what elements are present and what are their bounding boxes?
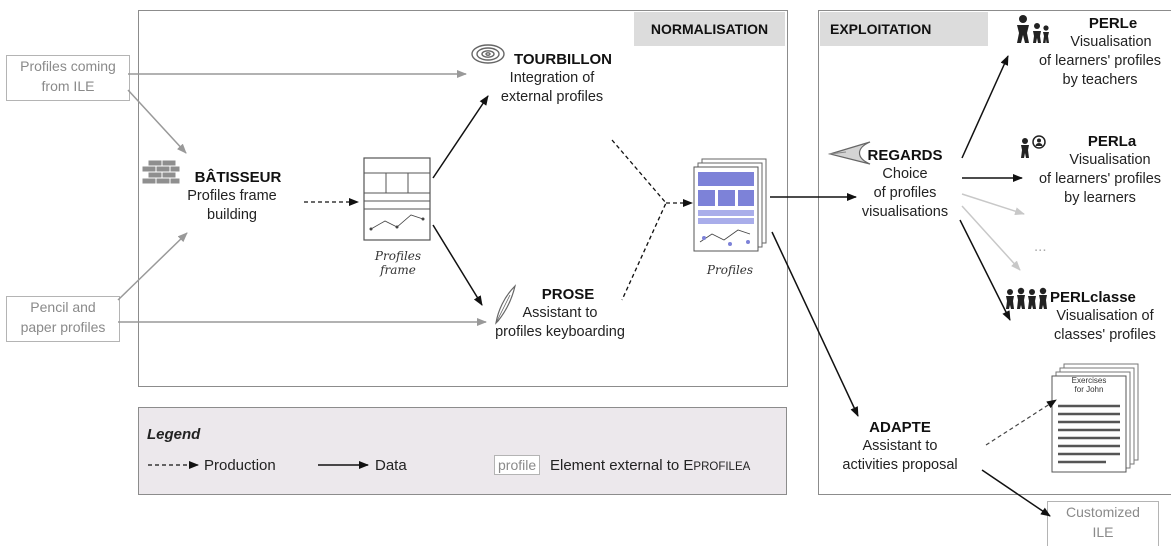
arrow-tourbillon-prose-to-profiles <box>611 139 667 301</box>
adapte-desc-2: activities proposal <box>842 457 958 473</box>
brick-wall-icon <box>140 158 184 190</box>
external-ile-line2: from ILE <box>41 78 95 94</box>
prose-desc-2: profiles keyboarding <box>495 324 625 340</box>
perle-desc-2: of learners' profiles <box>1038 53 1162 69</box>
profiles-frame-label-2: frame <box>380 263 416 277</box>
spiral-icon <box>470 42 506 66</box>
teacher-children-icon <box>1013 14 1053 44</box>
external-customized-line2: ILE <box>1092 524 1114 540</box>
arrow-regards-light-2 <box>961 205 1021 271</box>
external-pencil-line2: paper profiles <box>20 319 106 335</box>
profiles-frame-document <box>363 157 433 243</box>
arrow-pencil-to-batisseur <box>117 232 188 301</box>
perlclasse-desc-2: classes' profiles <box>1054 327 1156 343</box>
adapte-block: ADAPTE Assistant to activities proposal <box>840 418 960 475</box>
adapte-desc-1: Assistant to <box>862 438 938 454</box>
arrow-frame-to-prose <box>432 224 483 306</box>
exercises-document-stack <box>1046 362 1142 474</box>
arrow-regards-to-perle <box>961 55 1009 159</box>
tourbillon-block: TOURBILLON Integration of external profi… <box>487 50 617 107</box>
perla-name: PERLa <box>1087 133 1137 150</box>
arrow-adapte-to-customized-ile <box>981 469 1051 517</box>
eye-icon <box>826 138 872 166</box>
tourbillon-desc-1: Integration of <box>509 70 595 86</box>
external-customized-line1: Customized <box>1066 504 1140 520</box>
perla-desc-1: Visualisation <box>1069 152 1151 168</box>
prose-block: PROSE Assistant to profiles keyboarding <box>484 285 636 342</box>
external-pencil-line1: Pencil and <box>30 299 96 315</box>
batisseur-name: BÂTISSEUR <box>194 169 282 186</box>
legend-data-label: Data <box>375 457 407 474</box>
legend-external-label: Element external to EPROFILEA <box>550 457 751 474</box>
arrow-frame-to-tourbillon <box>432 95 489 179</box>
profiles-label: Profiles <box>706 263 754 277</box>
regards-block: REGARDS Choice of profiles visualisation… <box>846 146 964 222</box>
legend-production-label: Production <box>204 457 276 474</box>
regards-desc-3: visualisations <box>861 204 949 220</box>
adapte-name: ADAPTE <box>869 419 931 436</box>
external-customized-ile: Customized ILE <box>1047 501 1159 546</box>
perlclasse-desc-1: Visualisation of <box>1056 308 1154 324</box>
arrow-adapte-to-exercises <box>985 399 1057 446</box>
perle-name: PERLe <box>1088 15 1138 32</box>
perla-desc-2: of learners' profiles <box>1038 171 1162 187</box>
regards-desc-1: Choice <box>882 166 928 182</box>
legend-title: Legend <box>147 426 201 443</box>
exploitation-title: EXPLOITATION <box>820 12 988 46</box>
prose-name: PROSE <box>541 286 595 303</box>
legend-box <box>138 407 787 495</box>
group-icon <box>1004 286 1054 310</box>
perle-block: PERLe Visualisation of learners' profile… <box>1030 14 1170 90</box>
exercises-label-2: for John <box>1074 385 1104 394</box>
regards-desc-2: of profiles <box>873 185 937 201</box>
external-pencil-profiles: Pencil and paper profiles <box>6 296 120 342</box>
profiles-frame-label-1: Profiles <box>374 249 422 263</box>
perle-desc-3: by teachers <box>1062 72 1138 88</box>
ellipsis-more-visualisations: ... <box>1034 238 1047 255</box>
tourbillon-desc-2: external profiles <box>500 89 604 105</box>
arrow-ile-to-batisseur <box>127 89 187 154</box>
exercises-label-1: Exercises <box>1071 376 1107 385</box>
quill-icon <box>492 283 518 325</box>
profiles-document-stack <box>690 158 770 254</box>
arrow-regards-light-1 <box>961 193 1025 216</box>
regards-name: REGARDS <box>867 147 943 164</box>
external-ile-profiles: Profiles coming from ILE <box>6 55 130 101</box>
prose-desc-1: Assistant to <box>522 305 598 321</box>
learner-icon <box>1017 134 1047 160</box>
batisseur-block: BÂTISSEUR Profiles frame building <box>164 168 300 225</box>
arrow-regards-to-perlclasse <box>959 219 1011 321</box>
normalisation-title: NORMALISATION <box>634 12 785 46</box>
legend-external-sample: profile <box>494 455 541 475</box>
external-ile-line1: Profiles coming <box>20 58 116 74</box>
perlclasse-block: PERLclasse Visualisation of classes' pro… <box>1040 288 1170 345</box>
perla-block: PERLa Visualisation of learners' profile… <box>1030 132 1170 208</box>
profiles-frame-label: Profiles frame <box>356 249 440 277</box>
arrow-profiles-to-adapte <box>771 231 859 417</box>
perla-desc-3: by learners <box>1064 190 1136 206</box>
exercises-label: Exercises for John <box>1060 376 1118 394</box>
perle-desc-1: Visualisation <box>1070 34 1152 50</box>
batisseur-desc-1: Profiles frame <box>187 188 277 204</box>
batisseur-desc-2: building <box>207 207 257 223</box>
tourbillon-name: TOURBILLON <box>513 51 613 68</box>
perlclasse-name: PERLclasse <box>1050 289 1136 306</box>
